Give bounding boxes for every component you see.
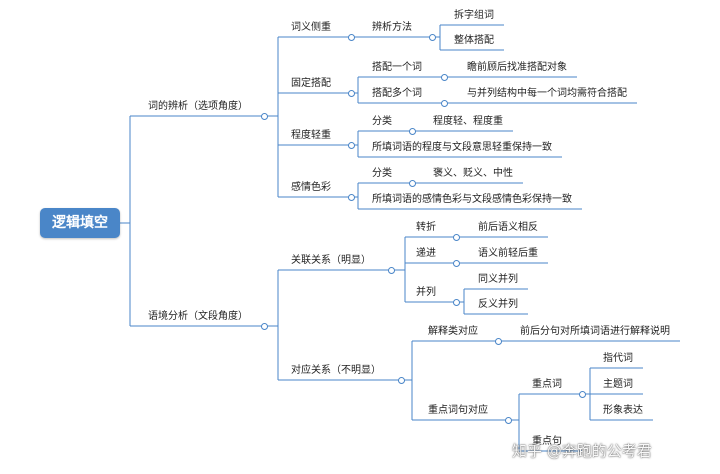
collapse-toggle-icon[interactable] [348, 90, 355, 97]
root-node[interactable]: 逻辑填空 [40, 208, 120, 238]
node-key-sentence[interactable]: 重点句 [532, 436, 562, 447]
branch-word-analysis[interactable]: 词的辨析（选项角度） [148, 101, 248, 112]
collapse-toggle-icon[interactable] [453, 299, 460, 306]
node-collocate-many[interactable]: 搭配多个词 [372, 88, 422, 99]
node-collocate-one[interactable]: 搭配一个词 [372, 62, 422, 73]
leaf-explanation-desc[interactable]: 前后分句对所填词语进行解释说明 [520, 326, 670, 337]
collapse-toggle-icon[interactable] [429, 34, 436, 41]
collapse-toggle-icon[interactable] [398, 377, 405, 384]
node-sentiment-category[interactable]: 分类 [372, 168, 392, 179]
leaf-progression-desc[interactable]: 语义前轻后重 [478, 248, 538, 259]
leaf-degree-rule[interactable]: 所填词语的程度与文段意思轻重保持一致 [372, 142, 552, 153]
collapse-toggle-icon[interactable] [261, 113, 268, 120]
collapse-toggle-icon[interactable] [441, 100, 448, 107]
leaf-antonym-parallel[interactable]: 反义并列 [478, 299, 518, 310]
collapse-toggle-icon[interactable] [453, 234, 460, 241]
collapse-toggle-icon[interactable] [441, 74, 448, 81]
node-fixed-collocation[interactable]: 固定搭配 [291, 78, 331, 89]
node-method[interactable]: 辨析方法 [372, 22, 412, 33]
node-sentiment[interactable]: 感情色彩 [291, 182, 331, 193]
collapse-toggle-icon[interactable] [505, 417, 512, 424]
leaf-degree-category-desc[interactable]: 程度轻、程度重 [433, 116, 503, 127]
collapse-toggle-icon[interactable] [453, 260, 460, 267]
leaf-sentiment-category-desc[interactable]: 褒义、贬义、中性 [433, 168, 513, 179]
collapse-toggle-icon[interactable] [409, 128, 416, 135]
node-key-word[interactable]: 重点词 [532, 379, 562, 390]
node-correspondence[interactable]: 对应关系（不明显） [291, 365, 381, 376]
collapse-toggle-icon[interactable] [388, 267, 395, 274]
leaf-sentiment-rule[interactable]: 所填词语的感情色彩与文段感情色彩保持一致 [372, 194, 572, 205]
leaf-contrast-desc[interactable]: 前后语义相反 [478, 222, 538, 233]
leaf-collocate-many-desc[interactable]: 与并列结构中每一个词均需符合搭配 [467, 88, 627, 99]
node-degree[interactable]: 程度轻重 [291, 130, 331, 141]
branch-context-analysis[interactable]: 语境分析（文段角度） [148, 311, 248, 322]
watermark: 知乎 @奔跑的公考君 [512, 442, 652, 460]
node-degree-category[interactable]: 分类 [372, 116, 392, 127]
leaf-topic-word[interactable]: 主题词 [603, 379, 633, 390]
collapse-toggle-icon[interactable] [348, 34, 355, 41]
node-logic-relation[interactable]: 关联关系（明显） [291, 255, 371, 266]
collapse-toggle-icon[interactable] [579, 391, 586, 398]
node-explanation[interactable]: 解释类对应 [428, 326, 478, 337]
collapse-toggle-icon[interactable] [348, 142, 355, 149]
leaf-split-words[interactable]: 拆字组词 [454, 10, 494, 21]
node-meaning-focus[interactable]: 词义侧重 [291, 22, 331, 33]
node-parallel[interactable]: 并列 [416, 287, 436, 298]
node-contrast[interactable]: 转折 [416, 222, 436, 233]
collapse-toggle-icon[interactable] [261, 323, 268, 330]
leaf-imagery[interactable]: 形象表达 [603, 405, 643, 416]
leaf-collocate-one-desc[interactable]: 瞻前顾后找准搭配对象 [467, 62, 567, 73]
leaf-pronoun[interactable]: 指代词 [603, 353, 633, 364]
collapse-toggle-icon[interactable] [495, 338, 502, 345]
collapse-toggle-icon[interactable] [409, 180, 416, 187]
collapse-toggle-icon[interactable] [348, 194, 355, 201]
node-key-correspondence[interactable]: 重点词句对应 [428, 405, 488, 416]
leaf-synonym-parallel[interactable]: 同义并列 [478, 274, 518, 285]
node-progression[interactable]: 递进 [416, 248, 436, 259]
leaf-whole-collocation[interactable]: 整体搭配 [454, 35, 494, 46]
